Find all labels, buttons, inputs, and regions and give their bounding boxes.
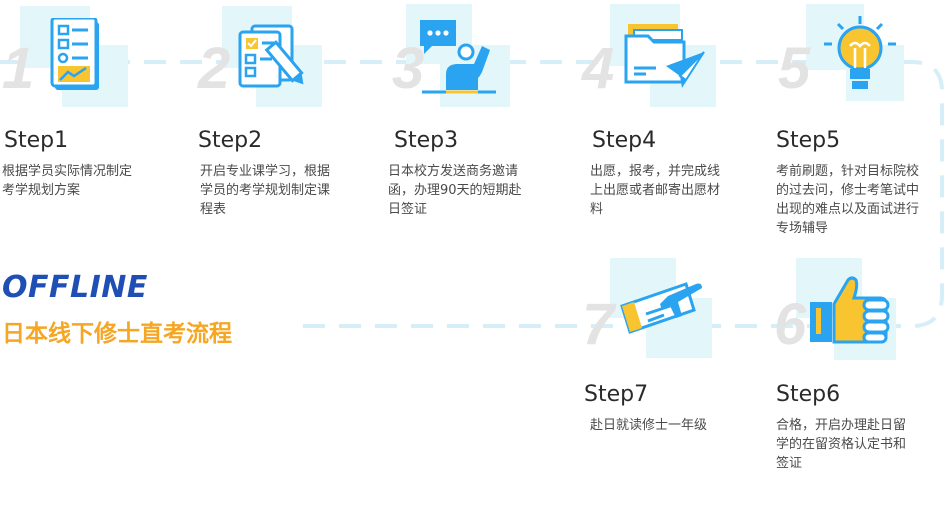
step-number: 5 <box>778 36 811 101</box>
step-number: 6 <box>774 292 807 357</box>
step-title: Step4 <box>592 128 657 153</box>
step-number: 7 <box>582 292 615 357</box>
step-description: 出愿，报考，并完成线上出愿或者邮寄出愿材料 <box>590 164 721 217</box>
step-description: 考前刷题，针对目标院校的过去问，修士考笔试中出现的难点以及面试进行专场辅导 <box>776 164 920 236</box>
step-description: 日本校方发送商务邀请函，办理90天的短期赴日签证 <box>388 164 522 217</box>
step-title: Step6 <box>776 382 841 407</box>
thumbs-up-icon <box>810 276 890 344</box>
light-bulb-icon <box>824 16 896 89</box>
step-title: Step7 <box>584 382 649 407</box>
step-title: Step2 <box>198 128 263 153</box>
chat-person-icon <box>420 20 496 94</box>
plane-ticket-icon <box>620 282 702 334</box>
step-number: 2 <box>198 36 231 101</box>
step-description: 赴日就读修士一年级 <box>590 418 708 433</box>
step-number: 1 <box>2 36 35 101</box>
step-number: 4 <box>582 36 615 101</box>
step-title: Step5 <box>776 128 841 153</box>
checklist-icon <box>50 18 99 90</box>
folder-paper-plane-icon <box>624 24 705 88</box>
offline-heading: OFFLINE <box>2 270 148 305</box>
step-title: Step1 <box>4 128 69 153</box>
page-title: 日本线下修士直考流程 <box>2 321 232 347</box>
step-description: 开启专业课学习，根据学员的考学规划制定课程表 <box>200 164 331 217</box>
step-description: 合格，开启办理赴日留学的在留资格认定书和签证 <box>776 418 907 471</box>
document-pencil-icon <box>238 24 304 88</box>
step-title: Step3 <box>394 128 459 153</box>
step-description: 根据学员实际情况制定考学规划方案 <box>2 164 133 198</box>
step-number: 3 <box>392 36 425 101</box>
